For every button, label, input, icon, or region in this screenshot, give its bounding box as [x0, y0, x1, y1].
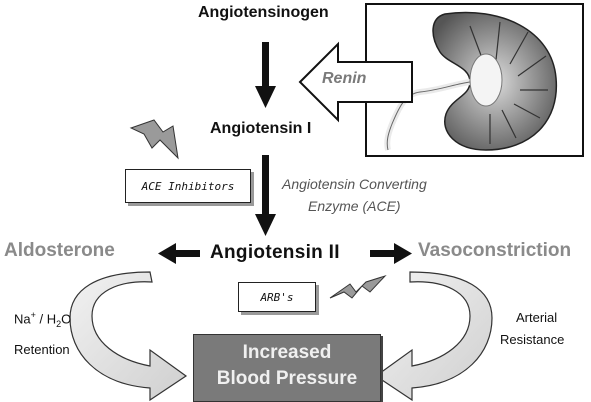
- arbs-box: ARB's: [238, 282, 316, 312]
- angiotensin-2-label: Angiotensin II: [210, 242, 340, 263]
- ace-label-line2: Enzyme (ACE): [308, 198, 401, 214]
- ace-inhibitors-label: ACE Inhibitors: [141, 179, 235, 193]
- na-h2o-label: Na+ / H2O: [14, 310, 72, 329]
- angiotensinogen-label: Angiotensinogen: [198, 4, 329, 21]
- arrow-to-vasoconstriction: [370, 243, 412, 264]
- renin-arrow: [298, 41, 413, 123]
- ace-label-line1: Angiotensin Converting: [282, 176, 427, 192]
- arterial-label: Arterial: [516, 310, 558, 325]
- vasoconstriction-label: Vasoconstriction: [418, 240, 572, 261]
- curved-arrow-left: [69, 271, 188, 402]
- result-line1: Increased: [242, 342, 332, 363]
- lightning-icon-arb: [329, 274, 387, 299]
- retention-label: Retention: [14, 342, 70, 357]
- increased-blood-pressure-box: Increased Blood Pressure: [193, 334, 381, 402]
- renin-label: Renin: [322, 70, 367, 87]
- arrow-angiotensin1-to-angiotensin2: [255, 155, 276, 236]
- curved-arrow-right: [374, 271, 493, 402]
- arrow-to-aldosterone: [158, 243, 200, 264]
- ace-inhibitors-box: ACE Inhibitors: [125, 169, 251, 203]
- angiotensin-1-label: Angiotensin I: [210, 120, 312, 137]
- resistance-label: Resistance: [500, 332, 565, 347]
- aldosterone-label: Aldosterone: [4, 240, 115, 261]
- arrow-angiotensinogen-to-angiotensin1: [255, 42, 276, 108]
- arbs-label: ARB's: [260, 290, 294, 304]
- result-line2: Blood Pressure: [216, 368, 358, 389]
- lightning-icon-ace: [129, 119, 179, 160]
